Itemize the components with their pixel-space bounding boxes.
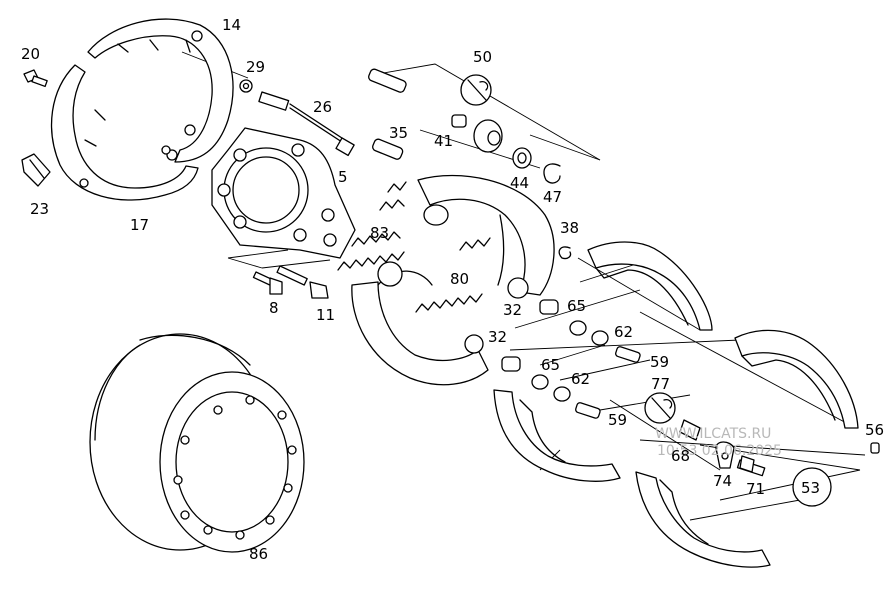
label-part-47: 47 bbox=[543, 188, 562, 206]
label-part-68: 68 bbox=[671, 447, 690, 465]
label-part-17: 17 bbox=[130, 216, 149, 234]
bushing-part-41 bbox=[451, 114, 467, 128]
bushing-part-65-lower bbox=[501, 356, 521, 372]
label-part-23: 23 bbox=[30, 200, 49, 218]
anchor-pin-part-35 bbox=[372, 138, 404, 160]
leader-lines bbox=[181, 51, 866, 521]
brake-lining-lower-left bbox=[493, 389, 621, 482]
bolt-part-20 bbox=[23, 69, 48, 88]
clip-part-38 bbox=[558, 246, 572, 260]
circlip-part-47 bbox=[543, 163, 561, 184]
label-part-44: 44 bbox=[510, 174, 529, 192]
brake-shoe-upper-part-32 bbox=[417, 174, 555, 299]
label-part-65-lower: 65 bbox=[541, 356, 560, 374]
anchor-pin-upper bbox=[368, 68, 407, 93]
washer-part-62-c bbox=[531, 374, 549, 390]
label-part-41: 41 bbox=[434, 132, 453, 150]
bracket-part-74 bbox=[715, 441, 735, 469]
label-part-59-lower: 59 bbox=[608, 411, 627, 429]
brake-drum-part-86 bbox=[89, 333, 305, 553]
label-part-32-upper: 32 bbox=[503, 301, 522, 319]
label-part-50: 50 bbox=[473, 48, 492, 66]
label-part-65-upper: 65 bbox=[567, 297, 586, 315]
part-labels: 14 20 29 50 26 35 41 44 47 5 23 17 83 38… bbox=[21, 16, 884, 563]
bolt-part-71 bbox=[736, 455, 766, 477]
label-part-80: 80 bbox=[450, 270, 469, 288]
label-part-20: 20 bbox=[21, 45, 40, 63]
wrench-icon bbox=[460, 74, 492, 106]
label-part-56: 56 bbox=[865, 421, 884, 439]
brake-lining-upper-left bbox=[587, 241, 713, 331]
bracket-part-68 bbox=[679, 419, 701, 441]
grommet-part-29 bbox=[239, 79, 253, 93]
watermark-timestamp: 10:53 02.06.2025 bbox=[657, 443, 782, 459]
washer-part-44 bbox=[512, 147, 532, 169]
watermark-site: WWW.ILCATS.RU bbox=[655, 426, 771, 442]
label-part-53: 53 bbox=[801, 479, 820, 497]
label-part-59-upper: 59 bbox=[650, 353, 669, 371]
callout-circle-53 bbox=[792, 467, 832, 507]
dust-shield-upper bbox=[87, 18, 234, 163]
label-part-26: 26 bbox=[313, 98, 332, 116]
bolt-part-8 bbox=[252, 271, 283, 295]
label-part-29: 29 bbox=[246, 58, 265, 76]
label-part-38: 38 bbox=[560, 219, 579, 237]
brake-lining-lower-right bbox=[635, 471, 771, 568]
wrench-icon bbox=[644, 392, 676, 424]
label-part-5: 5 bbox=[338, 168, 348, 186]
label-part-11: 11 bbox=[316, 306, 335, 324]
pin-part-59-a bbox=[615, 346, 641, 363]
washer-part-62-a bbox=[569, 320, 587, 336]
label-part-83: 83 bbox=[370, 224, 389, 242]
return-spring-part-83 bbox=[337, 181, 407, 271]
brake-shoe-lower-part-32 bbox=[351, 261, 489, 386]
spring-part-80 bbox=[415, 237, 491, 313]
brake-lining-upper-right bbox=[734, 329, 859, 429]
bushing-part-65-upper bbox=[539, 299, 559, 315]
washer-part-62-d bbox=[553, 386, 571, 402]
washer-part-62-b bbox=[591, 330, 609, 346]
label-part-62-lower: 62 bbox=[571, 370, 590, 388]
dust-shield-lower bbox=[50, 64, 199, 201]
roller-part-44 bbox=[473, 119, 503, 153]
wear-sensor-part-26 bbox=[258, 91, 355, 157]
label-part-77: 77 bbox=[651, 375, 670, 393]
clip-part-23 bbox=[21, 153, 51, 187]
pin-part-59-b bbox=[575, 402, 601, 419]
label-part-14: 14 bbox=[222, 16, 241, 34]
label-part-32-lower: 32 bbox=[488, 328, 507, 346]
label-part-74: 74 bbox=[713, 472, 732, 490]
bolt-part-11 bbox=[276, 265, 329, 299]
screw-part-56 bbox=[870, 442, 880, 454]
label-part-86: 86 bbox=[249, 545, 268, 563]
label-part-62-upper: 62 bbox=[614, 323, 633, 341]
label-part-8: 8 bbox=[269, 299, 279, 317]
label-part-35: 35 bbox=[389, 124, 408, 142]
brake-carrier-part-5 bbox=[211, 127, 356, 259]
label-part-71: 71 bbox=[746, 480, 765, 498]
